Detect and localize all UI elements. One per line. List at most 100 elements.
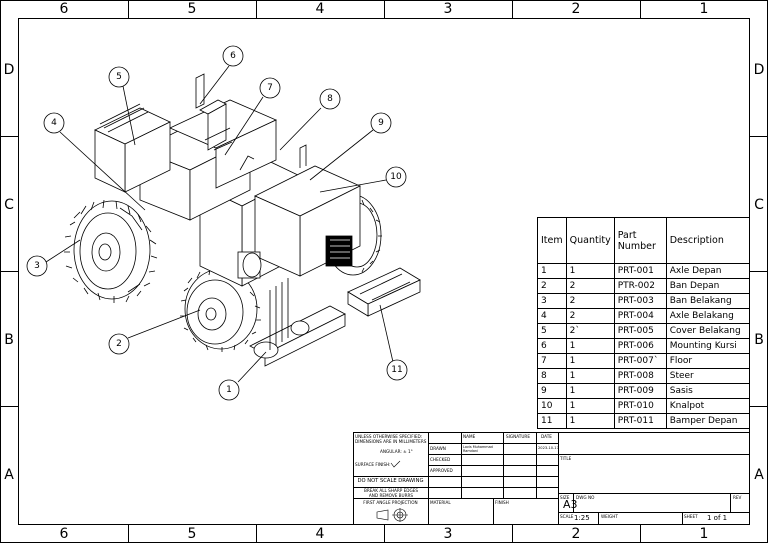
bom-cell-part-number: PRT-008 (613, 368, 667, 384)
bom-cell-item: 1 (537, 263, 567, 279)
zone-col-1-bottom: 1 (699, 526, 709, 542)
callout-11: 11 (391, 365, 403, 375)
surface-finish-symbol (390, 460, 401, 468)
leader-line-1 (237, 351, 267, 383)
front-bumper-drawing (347, 267, 421, 317)
rear-wheel-drawing (64, 199, 158, 303)
leader-line-8 (279, 107, 322, 151)
bom-cell-part-number: PRT-004 (613, 308, 667, 324)
bom-cell-part-number: PRT-010 (613, 398, 667, 414)
tb-signature-header: SIGNATURE (506, 434, 530, 439)
bom-cell-description: Axle Depan (665, 263, 751, 279)
zone-row-c-right: C (754, 197, 764, 213)
bom-cell-description: Ban Belakang (665, 293, 751, 309)
zone-row-b-left: B (4, 332, 14, 348)
leader-line-2 (127, 309, 201, 339)
tb-notes: UNLESS OTHERWISE SPECIFIED: DIMENSIONS A… (355, 434, 427, 444)
bom-cell-part-number: PRT-009 (613, 383, 667, 399)
leader-line-7 (224, 96, 264, 156)
callout-7: 7 (267, 83, 273, 93)
bom-cell-part-number: PRT-001 (613, 263, 667, 279)
bom-cell-item: 6 (537, 338, 567, 354)
leader-line-11 (379, 304, 394, 363)
callout-2: 2 (116, 339, 122, 349)
leader-line-3 (45, 239, 81, 263)
bom-cell-quantity: 2 (565, 293, 615, 309)
callout-9: 9 (378, 118, 384, 128)
zone-col-1-top: 1 (699, 1, 709, 17)
bom-cell-description: Floor (665, 353, 751, 369)
callout-1: 1 (226, 385, 232, 395)
bom-cell-item: 7 (537, 353, 567, 369)
bom-cell-item: 8 (537, 368, 567, 384)
callout-8: 8 (327, 94, 333, 104)
tb-rev-label: REV (733, 495, 742, 500)
leader-line-10 (319, 179, 387, 193)
bom-cell-description: Steer (665, 368, 751, 384)
bom-cell-item: 2 (537, 278, 567, 294)
zone-col-3-bottom: 3 (443, 526, 453, 542)
zone-col-6-bottom: 6 (59, 526, 69, 542)
zone-row-d-left: D (3, 62, 15, 78)
bom-header-item: Item (537, 217, 567, 264)
zone-col-5-top: 5 (187, 1, 197, 17)
bom-cell-quantity: 1 (565, 353, 615, 369)
callout-5: 5 (116, 72, 122, 82)
bom-cell-quantity: 1 (565, 263, 615, 279)
chassis-drawing (94, 73, 361, 287)
callout-4: 4 (51, 118, 57, 128)
zone-col-2-bottom: 2 (571, 526, 581, 542)
bom-cell-quantity: 2` (565, 323, 615, 339)
callout-6: 6 (230, 51, 236, 61)
tb-drawn-date: 2023-10-17 (538, 446, 559, 450)
tb-surface-finish: SURFACE FINISH: (355, 462, 391, 467)
callout-3: 3 (34, 261, 40, 271)
tb-sheet: 1 of 1 (707, 514, 728, 522)
bom-cell-part-number: PTR-002 (613, 278, 667, 294)
bom-header-part-number: Part Number (613, 217, 667, 264)
tb-drawn-name: Lovis Muhammad Ramdani (463, 445, 493, 453)
bom-cell-part-number: PRT-006 (613, 338, 667, 354)
leader-line-9 (309, 129, 374, 181)
bom-cell-description: Sasis (665, 383, 751, 399)
zone-row-c-left: C (4, 197, 14, 213)
callout-10: 10 (390, 172, 402, 182)
tb-break-edges: BREAK ALL SHARP EDGES AND REMOVE BURRS (363, 488, 419, 498)
tb-name-header: NAME (463, 434, 476, 439)
bom-cell-quantity: 1 (565, 338, 615, 354)
zone-row-a-left: A (4, 467, 14, 483)
bom-cell-part-number: PRT-003 (613, 293, 667, 309)
bom-header-quantity: Quantity (565, 217, 615, 264)
bom-cell-quantity: 2 (565, 308, 615, 324)
leader-line-6 (199, 65, 230, 105)
bom-cell-item: 3 (537, 293, 567, 309)
bom-cell-item: 10 (537, 398, 567, 414)
zone-row-d-right: D (753, 62, 765, 78)
bom-cell-description: Axle Belakang (665, 308, 751, 324)
tb-checked: CHECKED (430, 457, 451, 462)
leader-line-4 (59, 131, 146, 211)
zone-col-5-bottom: 5 (187, 526, 197, 542)
tb-size-label: SIZE (560, 495, 570, 500)
tb-dwg-no-label: DWG NO (576, 495, 595, 500)
bom-cell-description: Knalpot (665, 398, 751, 414)
tb-angular: ANGULAR: ± 1° (380, 449, 413, 454)
tb-size: A3 (563, 498, 578, 511)
bom-cell-quantity: 1 (565, 413, 615, 429)
bom-cell-quantity: 1 (565, 398, 615, 414)
zone-col-2-top: 2 (571, 1, 581, 17)
bom-cell-description: Cover Belakang (665, 323, 751, 339)
bom-cell-description: Ban Depan (665, 278, 751, 294)
bom-cell-item: 4 (537, 308, 567, 324)
